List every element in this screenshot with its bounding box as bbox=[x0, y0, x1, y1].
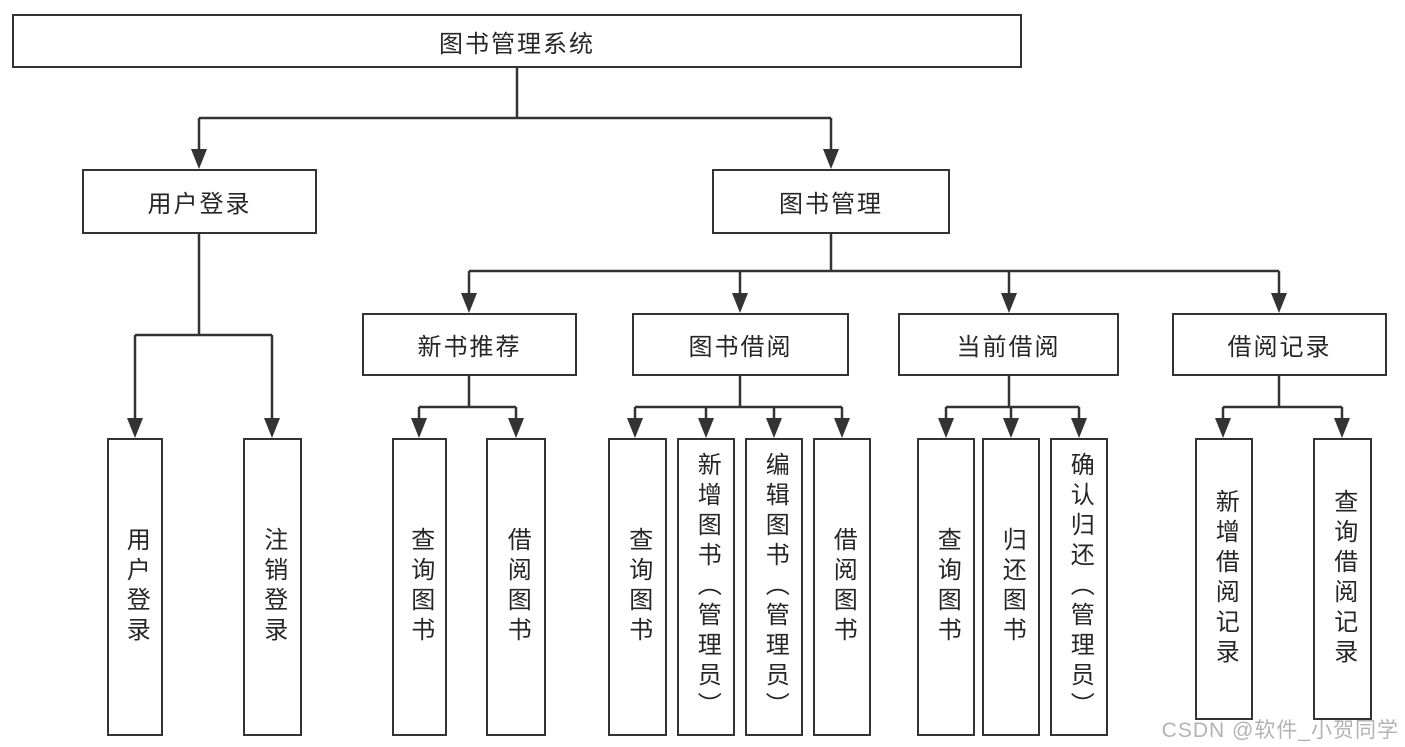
node-cb-confirm-return: 确认归还（管理员） bbox=[1050, 438, 1108, 736]
node-bb-borrow-books-label: 借阅图书 bbox=[829, 527, 857, 647]
node-cb-return-books-label: 归还图书 bbox=[998, 527, 1026, 647]
node-root-label: 图书管理系统 bbox=[439, 30, 595, 58]
node-borrow-records: 借阅记录 bbox=[1172, 313, 1387, 376]
node-current-borrow: 当前借阅 bbox=[898, 313, 1119, 376]
node-rec-query-books: 查询图书 bbox=[392, 438, 447, 736]
node-cb-query-books: 查询图书 bbox=[917, 438, 975, 736]
node-root: 图书管理系统 bbox=[12, 14, 1022, 68]
connector-user-login-split bbox=[127, 234, 280, 438]
node-user-login-leaf: 用户登录 bbox=[107, 438, 163, 736]
node-br-add-record: 新增借阅记录 bbox=[1195, 438, 1253, 720]
node-cb-confirm-return-label: 确认归还（管理员） bbox=[1066, 452, 1094, 722]
node-book-borrow-label: 图书借阅 bbox=[688, 334, 793, 361]
node-current-borrow-label: 当前借阅 bbox=[956, 334, 1061, 361]
node-bb-query-books-label: 查询图书 bbox=[624, 527, 652, 647]
node-bb-edit-books: 编辑图书（管理员） bbox=[745, 438, 803, 736]
csdn-watermark: CSDN @软件_小贺同学 bbox=[1161, 719, 1399, 742]
node-rec-borrow-books: 借阅图书 bbox=[486, 438, 546, 736]
node-rec-query-books-label: 查询图书 bbox=[406, 527, 434, 647]
node-br-query-record: 查询借阅记录 bbox=[1313, 438, 1372, 720]
node-bb-add-books-label: 新增图书（管理员） bbox=[693, 452, 721, 722]
node-logout-label: 注销登录 bbox=[259, 527, 287, 647]
node-book-mgmt: 图书管理 bbox=[712, 169, 950, 234]
node-bb-add-books: 新增图书（管理员） bbox=[677, 438, 735, 736]
node-cb-query-books-label: 查询图书 bbox=[933, 527, 961, 647]
node-bb-query-books: 查询图书 bbox=[608, 438, 667, 736]
node-borrow-records-label: 借阅记录 bbox=[1227, 334, 1332, 361]
node-book-mgmt-label: 图书管理 bbox=[779, 191, 883, 218]
node-user-login-leaf-label: 用户登录 bbox=[122, 527, 150, 647]
node-cb-return-books: 归还图书 bbox=[982, 438, 1040, 736]
node-bb-borrow-books: 借阅图书 bbox=[813, 438, 871, 736]
node-new-book-rec: 新书推荐 bbox=[362, 313, 577, 376]
connector-book-mgmt-split bbox=[461, 234, 1287, 313]
node-logout: 注销登录 bbox=[243, 438, 302, 736]
node-user-login: 用户登录 bbox=[82, 169, 317, 234]
connector-book-borrow-split bbox=[627, 376, 850, 438]
connector-new-book-rec-split bbox=[411, 376, 524, 438]
node-user-login-label: 用户登录 bbox=[147, 191, 252, 218]
node-br-add-record-label: 新增借阅记录 bbox=[1211, 489, 1239, 669]
node-new-book-rec-label: 新书推荐 bbox=[417, 334, 522, 361]
node-rec-borrow-books-label: 借阅图书 bbox=[503, 527, 531, 647]
node-bb-edit-books-label: 编辑图书（管理员） bbox=[761, 452, 789, 722]
node-book-borrow: 图书借阅 bbox=[632, 313, 849, 376]
connector-borrow-records-split bbox=[1215, 376, 1350, 438]
connector-current-borrow-split bbox=[938, 376, 1087, 438]
connector-root-split bbox=[191, 68, 839, 169]
node-br-query-record-label: 查询借阅记录 bbox=[1329, 489, 1357, 669]
